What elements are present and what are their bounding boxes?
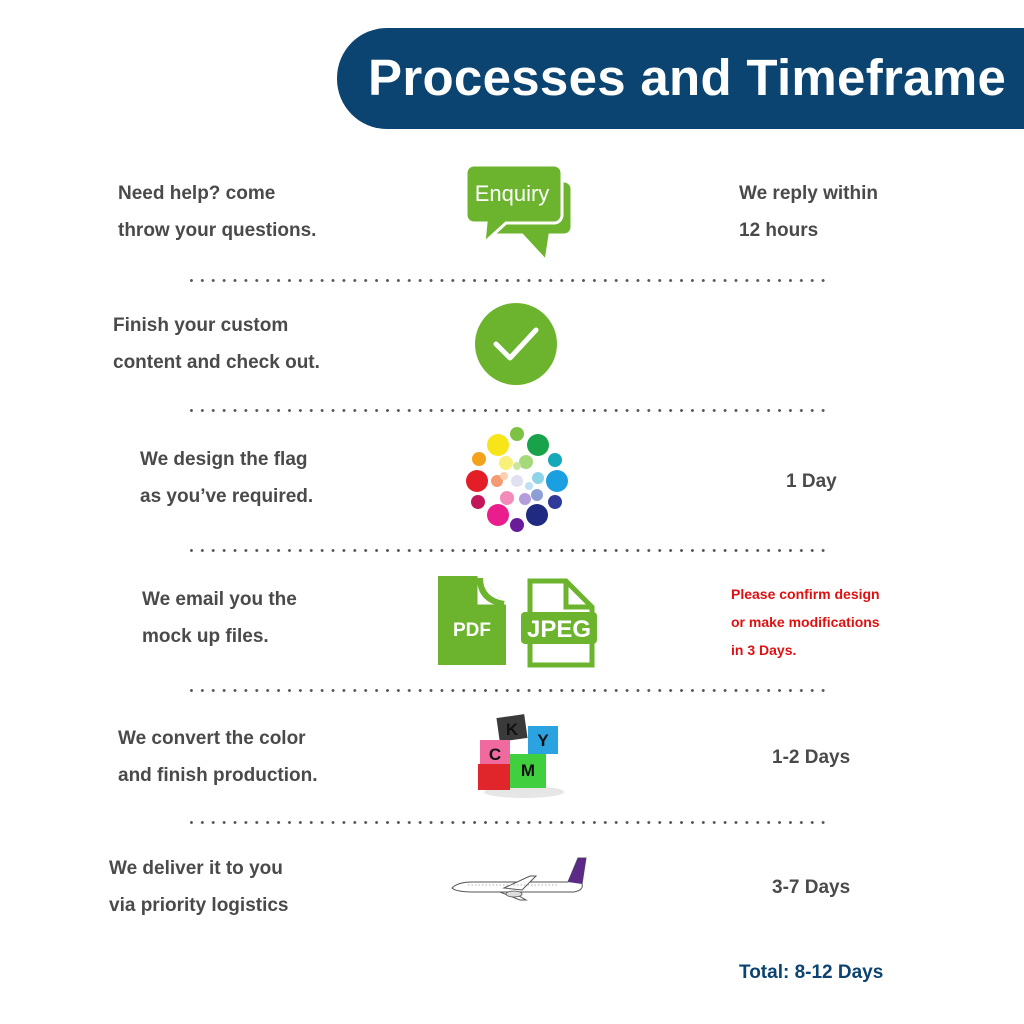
dotted-divider	[186, 549, 826, 552]
step-6-time-line-1: 3-7 Days	[772, 877, 851, 898]
step-5-description: We convert the color and finish producti…	[118, 720, 317, 794]
dotted-divider	[186, 279, 826, 282]
step-4-note: Please confirm design or make modificati…	[731, 580, 880, 664]
step-3-line-2: as you’ve required.	[140, 486, 314, 507]
enquiry-chat-icon: Enquiry	[466, 163, 572, 263]
page-title: Processes and Timeframe	[368, 49, 1007, 106]
step-2-line-2: content and check out.	[113, 352, 320, 373]
step-2-line-1: Finish your custom	[113, 315, 289, 336]
pdf-file-icon: PDF	[438, 576, 506, 665]
step-4-line-2: mock up files.	[142, 626, 269, 647]
step-1-time-line-1: We reply within	[739, 183, 879, 204]
title-banner	[337, 28, 1024, 129]
cmyk-blocks-icon: K Y C M	[478, 714, 564, 798]
step-6-line-2: via priority logistics	[109, 895, 289, 916]
step-1-time-line-2: 12 hours	[739, 220, 819, 241]
checkmark-icon	[475, 303, 557, 385]
step-1-timeframe: We reply within 12 hours	[739, 175, 878, 249]
step-4-note-line-3: in 3 Days.	[731, 642, 797, 658]
step-5-line-1: We convert the color	[118, 728, 306, 749]
dotted-divider	[186, 689, 826, 692]
cmyk-letter-m: M	[521, 761, 535, 780]
step-1-description: Need help? come throw your questions.	[118, 175, 316, 249]
step-6-line-1: We deliver it to you	[109, 858, 283, 879]
dotted-divider	[186, 821, 826, 824]
step-5-timeframe: 1-2 Days	[772, 739, 850, 776]
enquiry-label: Enquiry	[475, 181, 550, 206]
dotted-divider	[186, 409, 826, 412]
step-4-note-line-2: or make modifications	[731, 614, 880, 630]
step-1-line-2: throw your questions.	[118, 220, 317, 241]
airplane-icon	[451, 857, 587, 901]
cmyk-letter-y: Y	[537, 731, 549, 750]
step-2-description: Finish your custom content and check out…	[113, 307, 320, 381]
cmyk-letter-k: K	[506, 720, 519, 739]
cmyk-letter-c: C	[489, 745, 501, 764]
step-4-description: We email you the mock up files.	[142, 581, 297, 655]
total-timeframe: Total: 8-12 Days	[739, 962, 884, 983]
pdf-label: PDF	[453, 620, 491, 641]
color-dots-icon	[466, 427, 568, 532]
step-4-note-line-1: Please confirm design	[731, 586, 880, 602]
step-6-description: We deliver it to you via priority logist…	[109, 850, 289, 924]
step-5-line-2: and finish production.	[118, 765, 318, 786]
step-5-time-line-1: 1-2 Days	[772, 747, 851, 768]
jpeg-file-icon: JPEG	[521, 578, 597, 668]
step-1-line-1: Need help? come	[118, 183, 276, 204]
jpeg-label: JPEG	[527, 616, 591, 643]
step-3-time-line-1: 1 Day	[786, 471, 837, 492]
step-3-timeframe: 1 Day	[786, 463, 837, 500]
step-4-line-1: We email you the	[142, 589, 297, 610]
step-3-description: We design the flag as you’ve required.	[140, 441, 313, 515]
step-6-timeframe: 3-7 Days	[772, 869, 850, 906]
step-3-line-1: We design the flag	[140, 449, 308, 470]
